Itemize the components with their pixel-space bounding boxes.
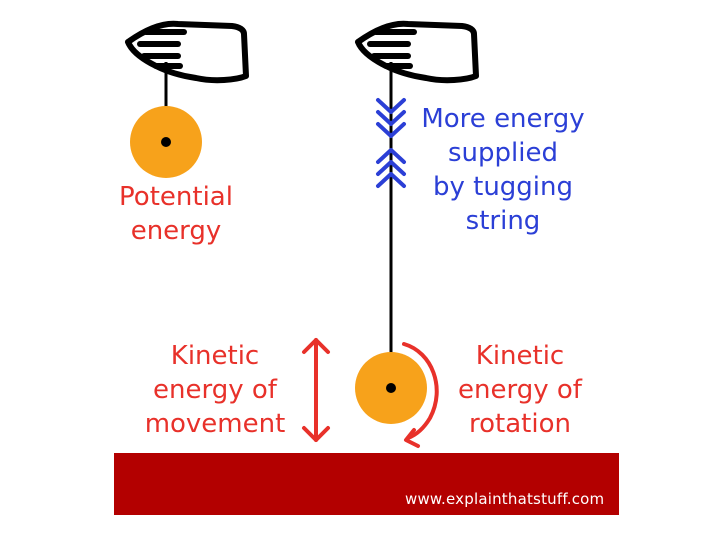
kinetic-movement-line-2: energy of (153, 375, 277, 405)
potential-line-1: Potential (119, 182, 233, 212)
supplied-line-3: by tugging (432, 172, 574, 202)
kinetic-rotation-line-3: rotation (469, 409, 571, 439)
kinetic-movement-label: Kinetic energy of movement (136, 339, 294, 441)
double-arrow-icon (302, 338, 330, 442)
kinetic-rotation-label: Kinetic energy of rotation (446, 339, 594, 441)
supplied-line-2: supplied (448, 138, 558, 168)
kinetic-movement-line-3: movement (144, 409, 286, 439)
kinetic-rotation-line-1: Kinetic (475, 341, 565, 371)
supplied-line-4: string (465, 206, 541, 236)
potential-line-2: energy (130, 216, 222, 246)
credit-text: www.explainthatstuff.com (405, 490, 605, 508)
energy-supplied-label: More energy supplied by tugging string (412, 102, 594, 238)
potential-energy-label: Potential energy (112, 180, 240, 248)
left-hand-icon (125, 20, 249, 84)
kinetic-rotation-line-2: energy of (458, 375, 582, 405)
chevron-arrows-icon (376, 98, 406, 188)
floor (114, 453, 619, 515)
kinetic-movement-line-1: Kinetic (170, 341, 260, 371)
right-yoyo (355, 352, 427, 424)
supplied-line-1: More energy (421, 104, 585, 134)
right-hand-icon (355, 20, 479, 84)
rotation-arrow-icon (402, 342, 439, 448)
left-yoyo (130, 106, 202, 178)
